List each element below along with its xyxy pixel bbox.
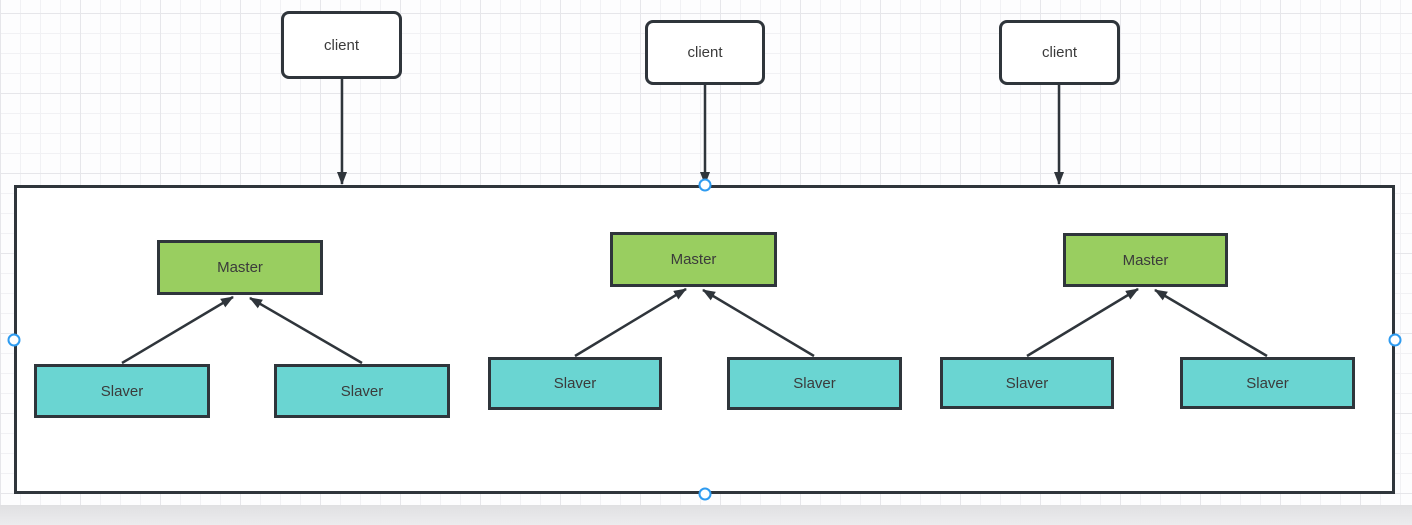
- slaver-node-3-2[interactable]: Slaver: [1180, 357, 1355, 409]
- master-node-1[interactable]: Master: [157, 240, 323, 295]
- slaver-node-1-1[interactable]: Slaver: [34, 364, 210, 418]
- selection-handle-4[interactable]: [698, 487, 712, 501]
- client-node-2[interactable]: client: [645, 20, 765, 85]
- canvas-gutter: [0, 505, 1412, 525]
- replication-connector-arrow-2[interactable]: [249, 296, 363, 365]
- selection-handle-3[interactable]: [1388, 333, 1402, 347]
- replication-connector-arrow-1[interactable]: [121, 295, 234, 365]
- slaver-node-2-2[interactable]: Slaver: [727, 357, 902, 410]
- replication-connector-arrow-6[interactable]: [1154, 288, 1268, 358]
- selection-handle-2[interactable]: [7, 333, 21, 347]
- replication-connector-arrow-5[interactable]: [1026, 287, 1139, 358]
- slaver-node-2-1[interactable]: Slaver: [488, 357, 662, 410]
- replication-connector-arrow-4[interactable]: [702, 288, 815, 358]
- selection-handle-1[interactable]: [698, 178, 712, 192]
- replication-connector-arrow-3[interactable]: [574, 287, 687, 358]
